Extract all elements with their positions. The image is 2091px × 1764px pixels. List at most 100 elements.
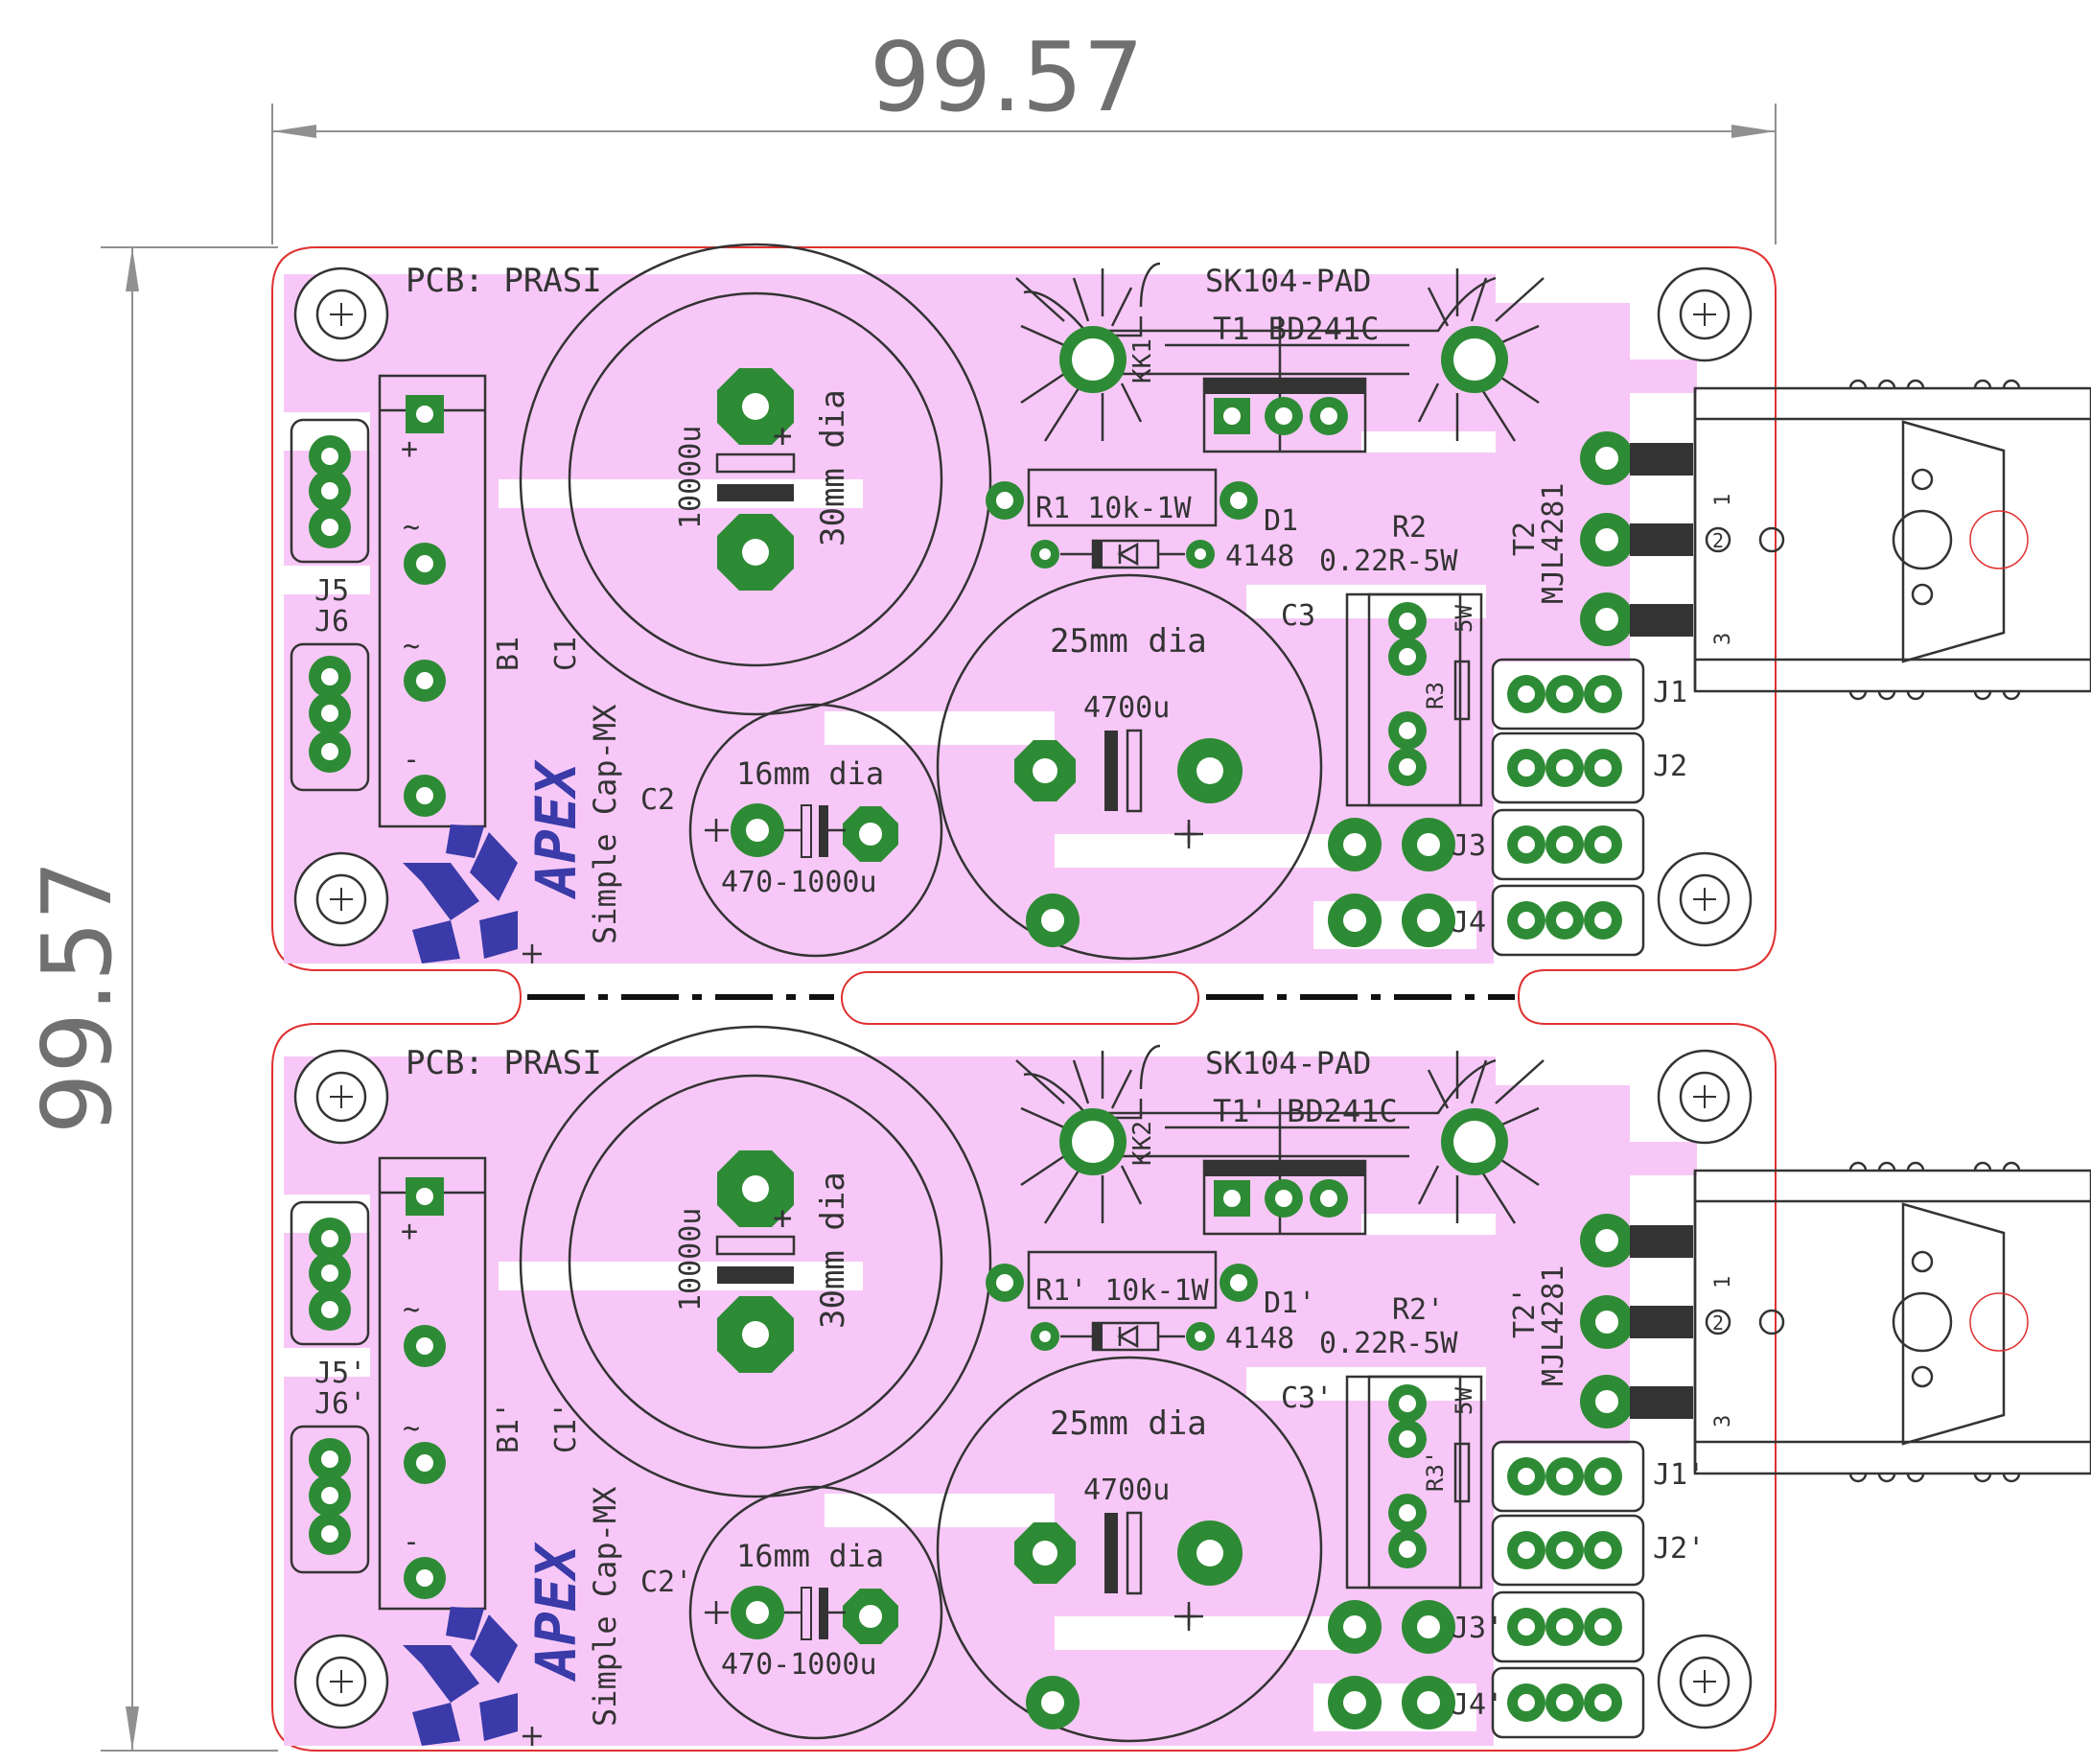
t2-pin2: 2 — [1712, 529, 1724, 552]
j1-label: J1' — [1653, 1458, 1705, 1492]
c2-label: C2' — [640, 1566, 692, 1599]
height-dimension-label: 99.57 — [21, 860, 133, 1134]
c3-diameter: 25mm dia — [1050, 1404, 1207, 1443]
breakaway-slot — [841, 971, 1199, 1025]
capacitor-c2: 16mm dia 470-1000u C2' — [640, 1485, 943, 1740]
bridge-rectifier-b1: + ~ ~ - B1' — [378, 1156, 525, 1611]
connector-j2: J2' — [1491, 1514, 1705, 1587]
c3-value: 4700u — [1083, 691, 1170, 725]
heatsink-label: SK104-PAD — [1205, 263, 1371, 299]
board-upper: PCB: PRASI J5 J6 + ~ ~ - — [284, 243, 2091, 963]
diode-d1: D1' 4148 — [1031, 1287, 1315, 1356]
r2-value: 0.22R-5W — [1319, 1327, 1458, 1360]
c2-value: 470-1000u — [721, 1648, 877, 1682]
connector-j2: J2 — [1491, 731, 1687, 804]
connector-j1: J1' — [1491, 1440, 1705, 1513]
j6-label: J6' — [314, 1387, 366, 1421]
width-dimension-label: 99.57 — [870, 21, 1144, 133]
height-dimension: 99.57 — [21, 246, 278, 1752]
d1-label: D1' — [1264, 1287, 1315, 1320]
recycle-logo — [403, 824, 518, 963]
r1-label: R1 10k-1W — [1035, 492, 1192, 525]
svg-text:+: + — [773, 1199, 792, 1238]
c1-label: C1' — [549, 1402, 583, 1453]
apex-logo-text: APEX — [523, 1541, 589, 1683]
mounting-hole-bottom-right — [1657, 1634, 1753, 1729]
t2-pin1: 1 — [1711, 1276, 1735, 1288]
heatsink-ref: KK1 — [1128, 338, 1157, 383]
t2-pin3: 3 — [1711, 633, 1735, 645]
mounting-hole-top-right — [1657, 267, 1753, 362]
pcb-label: PCB: PRASI — [406, 262, 602, 300]
connector-j3: J3 — [1328, 808, 1645, 881]
mounting-hole-top-right — [1657, 1049, 1753, 1145]
t2-label: T2 — [1508, 522, 1542, 556]
connector-j5: J5' — [290, 1200, 370, 1390]
bridge-rectifier-b1: + ~ ~ - B1 — [378, 374, 525, 828]
r2-label: R2 — [1392, 511, 1427, 545]
connector-j6: J6 — [290, 605, 370, 792]
svg-text:-: - — [403, 1525, 420, 1559]
t2-label: T2' — [1508, 1287, 1542, 1338]
j2-label: J2 — [1653, 750, 1687, 783]
svg-text:-: - — [403, 743, 420, 777]
copper-pour — [284, 1056, 1697, 1746]
j5-label: J5' — [314, 1357, 366, 1390]
b1-label: B1 — [492, 637, 525, 671]
transistor-t2: T2' MJL4281 1 2 3 — [1508, 1161, 2091, 1483]
j4-label: J4 — [1452, 906, 1486, 940]
t2-value: MJL4281 — [1537, 1265, 1570, 1386]
svg-text:~: ~ — [403, 1293, 420, 1327]
r2-value: 0.22R-5W — [1319, 545, 1458, 578]
b1-label: B1' — [492, 1402, 525, 1453]
t2-pin3: 3 — [1711, 1415, 1735, 1427]
connector-j1: J1 — [1491, 658, 1687, 731]
r2-label: R2' — [1392, 1293, 1444, 1327]
resistor-r1: R1' 10k-1W — [986, 1250, 1258, 1310]
diode-d1: D1 4148 — [1031, 504, 1298, 573]
svg-text:+: + — [401, 1215, 418, 1248]
t1-label: T1 BD241C — [1213, 311, 1379, 347]
resistor-r2: R2' 0.22R-5W R3' 5W C3' — [1281, 1293, 1483, 1590]
transistor-t1: T1' BD241C — [1202, 1093, 1398, 1236]
t2-value: MJL4281 — [1537, 483, 1570, 604]
c2-label: C2 — [640, 783, 675, 817]
c2-diameter: 16mm dia — [736, 1538, 884, 1574]
product-name: Simple Cap-MX — [587, 1487, 623, 1727]
svg-text:+: + — [773, 417, 792, 455]
width-dimension: 99.57 — [271, 21, 1777, 244]
mounting-hole-bottom-left — [293, 1634, 389, 1729]
c3-value: 4700u — [1083, 1474, 1170, 1507]
heatsink-kk1: SK104-PAD KK2 — [1015, 1044, 1545, 1233]
copper-pour — [284, 274, 1697, 963]
capacitor-c3: 25mm dia 4700u — [936, 1356, 1323, 1743]
t2-pin2: 2 — [1712, 1311, 1724, 1335]
capacitor-c1: + 10000u 30mm dia C1' — [519, 1025, 992, 1498]
j5-label: J5 — [314, 574, 349, 608]
c1-label: C1 — [549, 637, 583, 671]
c3-diameter: 25mm dia — [1050, 622, 1207, 661]
t2-pin1: 1 — [1711, 494, 1735, 506]
board-lower: PCB: PRASI J5' J6' + ~ ~ - — [284, 1025, 2091, 1746]
r1-label: R1' 10k-1W — [1035, 1274, 1210, 1308]
mounting-hole-bottom-right — [1657, 851, 1753, 947]
c2-diameter: 16mm dia — [736, 755, 884, 792]
r3-value: 5W — [1451, 605, 1477, 633]
j3-label: J3' — [1452, 1612, 1503, 1645]
j1-label: J1 — [1653, 676, 1687, 709]
resistor-r2: R2 0.22R-5W R3 5W C3 — [1281, 511, 1483, 807]
heatsink-ref: KK2 — [1128, 1121, 1157, 1166]
transistor-t1: T1 BD241C — [1202, 311, 1379, 453]
connector-j5: J5 — [290, 418, 370, 608]
c1-value: 10000u — [674, 1208, 708, 1311]
capacitor-c2: 16mm dia 470-1000u C2 — [640, 703, 943, 958]
c1-diameter: 30mm dia — [814, 389, 852, 546]
connector-j4: J4' — [1328, 1666, 1645, 1739]
mounting-hole-top-left — [293, 1049, 389, 1145]
d1-label: D1 — [1264, 504, 1298, 538]
connector-j4: J4 — [1328, 884, 1645, 957]
j6-label: J6 — [314, 605, 349, 638]
apex-logo-text: APEX — [523, 758, 589, 900]
c2-value: 470-1000u — [721, 866, 877, 899]
